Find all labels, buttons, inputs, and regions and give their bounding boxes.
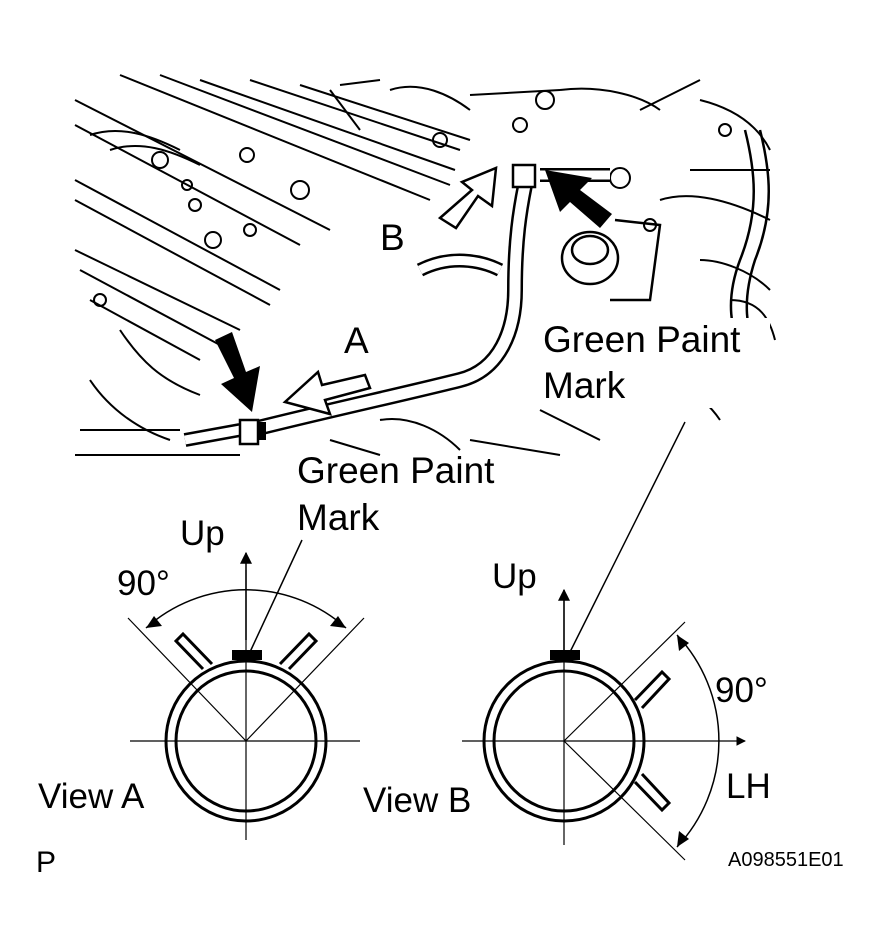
view-arrows — [282, 166, 498, 416]
view-b-title: View B — [363, 781, 471, 820]
view-b-side-label: LH — [726, 767, 771, 806]
view-b-up-label: Up — [492, 557, 537, 596]
view-a-angle-arc — [145, 589, 347, 629]
view-a-up-label: Up — [180, 514, 225, 553]
engine-illustration: B A — [70, 74, 776, 465]
reservoir-cap — [560, 218, 662, 302]
view-a-angle-label: 90° — [117, 564, 170, 603]
green-mark-left-line1: Green Paint — [297, 450, 495, 491]
view-b-angle-arc — [676, 634, 720, 848]
section-letter: P — [36, 846, 56, 879]
view-b-clamp-ring — [482, 659, 646, 823]
label-b: B — [380, 217, 405, 258]
figure-code: A098551E01 — [728, 849, 844, 871]
valve-cover-lines — [74, 74, 776, 456]
view-a-title: View A — [38, 777, 145, 816]
view-a-clamp-ring — [164, 659, 328, 823]
view-b-paint-mark — [550, 650, 580, 660]
view-a-diagram — [127, 539, 365, 840]
label-a: A — [344, 320, 369, 361]
pointer-arrows — [215, 170, 612, 412]
bypass-hose — [248, 183, 533, 438]
view-b-diagram — [462, 421, 746, 861]
view-a-paint-mark — [232, 650, 262, 660]
green-mark-right-line2: Mark — [543, 365, 626, 406]
view-b-angle-label: 90° — [715, 671, 768, 710]
clamps — [238, 163, 537, 446]
green-mark-right-line1: Green Paint — [543, 319, 741, 360]
green-mark-left-line2: Mark — [297, 497, 380, 538]
